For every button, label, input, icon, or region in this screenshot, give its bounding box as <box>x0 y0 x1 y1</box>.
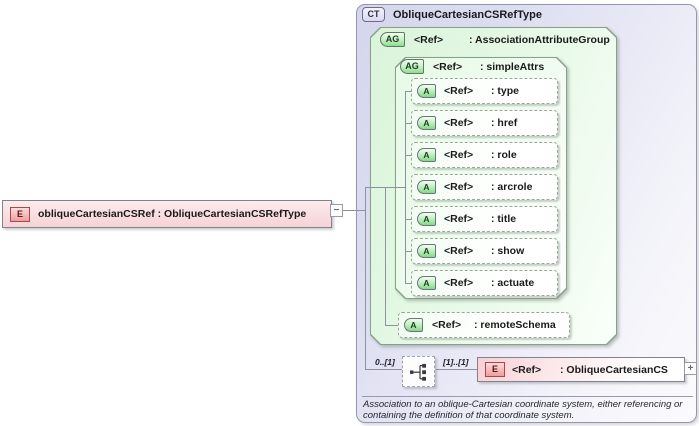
ref-label: <Ref> <box>444 245 474 257</box>
attribute-badge: A <box>417 116 436 130</box>
attribute-badge: A <box>417 180 436 194</box>
attribute-badge: A <box>417 276 436 290</box>
source-element-box[interactable]: E obliqueCartesianCSRef : ObliqueCartesi… <box>2 200 332 228</box>
annotation-line-1: Association to an oblique-Cartesian coor… <box>363 399 683 410</box>
complex-type-header: CT ObliqueCartesianCSRefType <box>362 7 542 22</box>
attribute-name: : href <box>491 117 518 129</box>
association-attribute-group-row: AG <Ref> : AssociationAttributeGroup <box>380 32 610 47</box>
wire-stub-href <box>405 123 412 124</box>
wire-stub-remote <box>385 325 399 326</box>
wire-trunk <box>365 187 366 370</box>
ref-label: <Ref> <box>444 149 474 161</box>
complex-type-badge: CT <box>362 7 385 22</box>
wire-attr-trunk <box>405 91 406 284</box>
wire-stub-type <box>405 91 412 92</box>
attribute-badge: A <box>417 148 436 162</box>
attribute-name: : title <box>491 213 517 225</box>
source-element-label: obliqueCartesianCSRef : ObliqueCartesian… <box>38 208 307 220</box>
sequence-compositor-icon[interactable] <box>402 356 435 387</box>
ref-label: <Ref> <box>444 181 474 193</box>
occurs-target-label: [1]..[1] <box>443 357 469 367</box>
wire-stub-show <box>405 251 412 252</box>
collapse-handle[interactable]: − <box>330 204 343 217</box>
ref-label: <Ref> <box>512 363 542 376</box>
attribute-row-href[interactable]: A <Ref> : href <box>411 110 558 136</box>
wire-branch-remote <box>385 187 386 325</box>
complex-type-title: ObliqueCartesianCSRefType <box>393 8 542 21</box>
wire-stub-actuate <box>405 283 412 284</box>
element-badge: E <box>10 206 30 222</box>
compositor-glyph <box>409 363 426 381</box>
attribute-group-name: : AssociationAttributeGroup <box>469 33 610 46</box>
attribute-group-badge: AG <box>380 32 405 47</box>
attribute-name: : role <box>491 149 517 161</box>
attribute-name: : remoteSchema <box>474 319 556 331</box>
attribute-name: : actuate <box>491 277 535 289</box>
attribute-badge: A <box>404 318 423 332</box>
ref-label: <Ref> <box>414 33 444 46</box>
attribute-row-title[interactable]: A <Ref> : title <box>411 206 558 232</box>
attribute-name: : arcrole <box>491 181 533 193</box>
ref-label: <Ref> <box>444 213 474 225</box>
wire-stub-title <box>405 219 412 220</box>
attribute-group-badge: AG <box>400 59 424 74</box>
annotation-separator <box>362 396 693 397</box>
attribute-row-arcrole[interactable]: A <Ref> : arcrole <box>411 174 558 200</box>
ref-label: <Ref> <box>444 277 474 289</box>
attribute-row-remote-schema[interactable]: A <Ref> : remoteSchema <box>398 312 570 338</box>
occurs-source-label: 0..[1] <box>375 357 395 367</box>
annotation-line-2: containing the definition of that coordi… <box>363 410 575 421</box>
simple-attrs-name: : simpleAttrs <box>480 60 545 73</box>
ref-label: <Ref> <box>433 60 463 73</box>
attribute-name: : type <box>491 85 520 97</box>
element-badge: E <box>485 362 505 377</box>
target-element-box[interactable]: E <Ref> : ObliqueCartesianCS <box>477 357 685 382</box>
attribute-row-actuate[interactable]: A <Ref> : actuate <box>411 270 558 296</box>
wire-compositor-right <box>436 369 477 370</box>
ref-label: <Ref> <box>444 85 474 97</box>
simple-attrs-box[interactable]: A <Ref> : type A <Ref> : href A <Ref> : … <box>395 57 567 299</box>
attribute-row-show[interactable]: A <Ref> : show <box>411 238 558 264</box>
attribute-badge: A <box>417 244 436 258</box>
ref-label: <Ref> <box>444 117 474 129</box>
target-element-name: : ObliqueCartesianCS <box>560 363 668 376</box>
attribute-name: : show <box>491 245 525 257</box>
attribute-row-type[interactable]: A <Ref> : type <box>411 78 558 104</box>
attribute-row-role[interactable]: A <Ref> : role <box>411 142 558 168</box>
attribute-badge: A <box>417 212 436 226</box>
wire-compositor-left <box>365 369 402 370</box>
ref-label: <Ref> <box>432 319 462 331</box>
wire-source-entry <box>343 210 365 211</box>
attribute-badge: A <box>417 84 436 98</box>
wire-stub-role <box>405 155 412 156</box>
expand-handle[interactable]: + <box>684 362 697 375</box>
simple-attrs-row: AG <Ref> : simpleAttrs <box>400 59 544 74</box>
